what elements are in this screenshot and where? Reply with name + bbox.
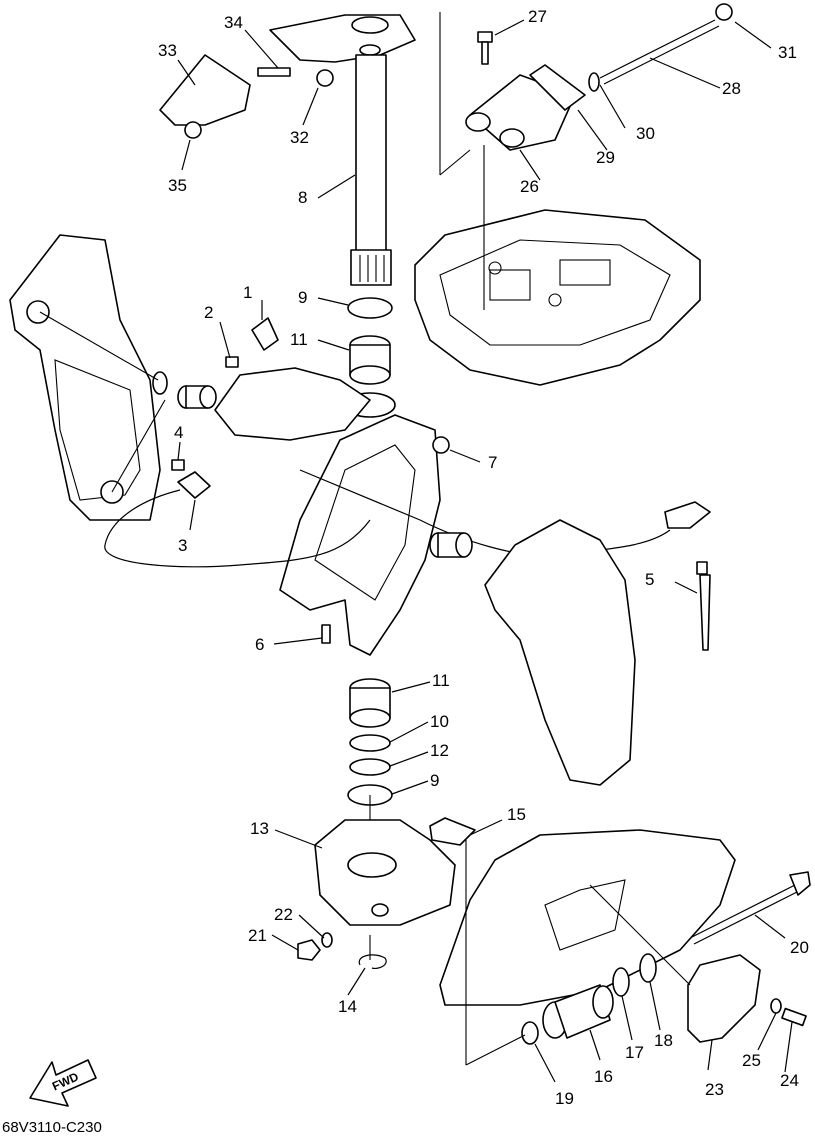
callout-8: 8 xyxy=(298,188,307,207)
washer-25 xyxy=(770,998,782,1014)
washer-9-upper xyxy=(347,297,393,319)
callout-30: 30 xyxy=(636,124,655,143)
washer-22 xyxy=(321,932,333,948)
nut-31 xyxy=(715,3,733,21)
callout-15: 15 xyxy=(507,805,526,824)
apron-cover xyxy=(484,519,636,786)
cover-23 xyxy=(687,954,761,1043)
washer-19 xyxy=(521,1021,539,1045)
nut-7 xyxy=(432,436,450,454)
fwd-arrow: FWD xyxy=(29,1059,97,1107)
callout-29: 29 xyxy=(596,148,615,167)
lower-grommet xyxy=(429,532,473,558)
clamp-1 xyxy=(251,317,279,351)
bolt-27 xyxy=(477,31,493,65)
rubber-mount-11-lower xyxy=(349,678,391,728)
rubber-mount-11-upper xyxy=(349,335,391,385)
callout-28: 28 xyxy=(722,79,741,98)
callout-9-upper: 9 xyxy=(298,288,307,307)
callout-11-upper: 11 xyxy=(290,330,308,349)
washer-30 xyxy=(588,72,600,92)
callout-10: 10 xyxy=(430,712,449,731)
callout-17: 17 xyxy=(625,1043,644,1062)
callout-5: 5 xyxy=(645,570,654,589)
callout-21: 21 xyxy=(248,926,267,945)
rubber-mount-16 xyxy=(542,984,614,1039)
callout-labels: 1 2 3 4 5 6 7 8 9 9 10 11 11 12 13 14 15… xyxy=(158,7,809,1108)
screw-6 xyxy=(321,624,331,644)
upper-rubber-mount xyxy=(465,64,586,151)
callout-3: 3 xyxy=(178,536,187,555)
callout-9-lower: 9 xyxy=(430,771,439,790)
guide-lines xyxy=(39,12,691,1066)
callout-33: 33 xyxy=(158,41,177,60)
callout-20: 20 xyxy=(790,938,809,957)
callout-12: 12 xyxy=(430,741,449,760)
bushing xyxy=(177,385,217,409)
callout-7: 7 xyxy=(488,453,497,472)
washer-12 xyxy=(349,758,391,776)
bolt-20 xyxy=(689,871,811,945)
callout-4: 4 xyxy=(174,423,183,442)
drawing-code: 68V3110-C230 xyxy=(2,1119,102,1136)
cable-tie-5 xyxy=(696,561,711,651)
callout-24: 24 xyxy=(780,1071,799,1090)
callout-27: 27 xyxy=(528,7,547,26)
callout-23: 23 xyxy=(705,1080,724,1099)
callout-18: 18 xyxy=(654,1031,673,1050)
washer-left xyxy=(152,371,168,395)
lower-casing xyxy=(439,829,736,1006)
screw-2 xyxy=(225,356,239,368)
washer-17 xyxy=(612,967,630,997)
bolt-24 xyxy=(781,1007,807,1027)
callout-34: 34 xyxy=(224,13,243,32)
upper-mount-housing xyxy=(414,209,701,386)
callout-31: 31 xyxy=(778,43,797,62)
callout-13: 13 xyxy=(250,819,269,838)
steering-shaft xyxy=(269,14,416,286)
callout-11-lower: 11 xyxy=(432,671,450,690)
lower-mount-housing-13 xyxy=(314,819,456,926)
callout-2: 2 xyxy=(204,303,213,322)
left-mount-bracket xyxy=(9,234,161,521)
callout-25: 25 xyxy=(742,1051,761,1070)
screw-4 xyxy=(171,459,185,471)
callout-26: 26 xyxy=(520,177,539,196)
ground-lead-3 xyxy=(104,471,371,568)
steering-bracket xyxy=(159,54,251,139)
callout-16: 16 xyxy=(594,1067,613,1086)
leader-lines xyxy=(177,19,793,1083)
nut-21 xyxy=(297,939,321,961)
swivel-bracket xyxy=(214,367,441,656)
stopper-15 xyxy=(429,817,476,846)
callout-14: 14 xyxy=(338,997,357,1016)
callout-19: 19 xyxy=(555,1089,574,1108)
callout-32: 32 xyxy=(290,128,309,147)
nut-32 xyxy=(316,69,334,87)
callout-6: 6 xyxy=(255,635,264,654)
washer-18 xyxy=(639,953,657,983)
callout-1: 1 xyxy=(243,283,252,302)
callout-35: 35 xyxy=(168,176,187,195)
oring-10 xyxy=(349,734,391,752)
circlip-14 xyxy=(358,954,387,970)
connector xyxy=(664,501,711,529)
long-bolt-28 xyxy=(599,19,720,85)
bolt-34 xyxy=(257,67,291,77)
callout-22: 22 xyxy=(274,905,293,924)
